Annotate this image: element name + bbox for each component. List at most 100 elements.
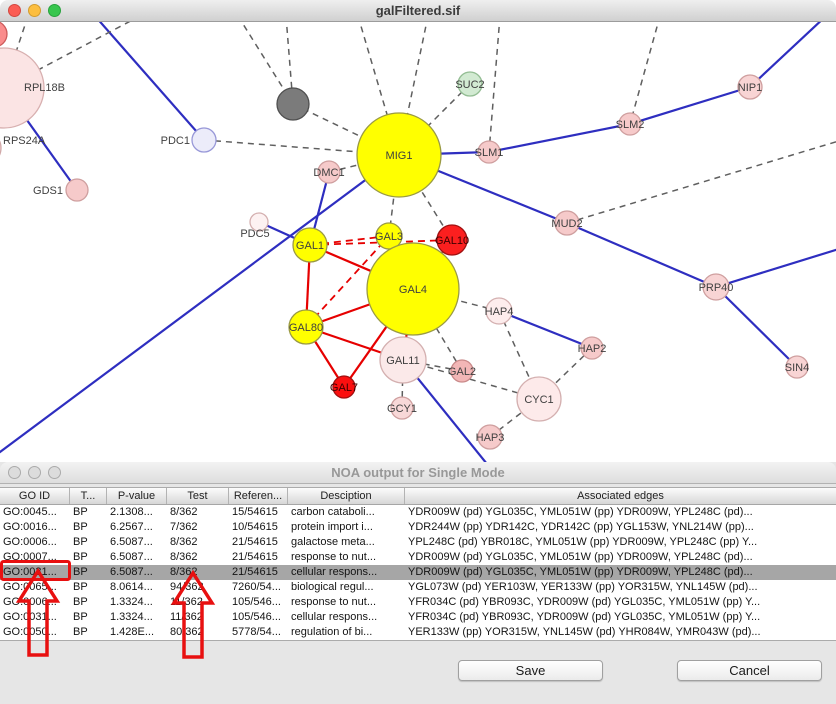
network-edge[interactable] [358,22,400,156]
network-edge[interactable] [566,221,717,289]
network-edge[interactable] [749,22,826,88]
table-cell: YDR009W (pd) YGL035C, YML051W (pp) YDR00… [408,506,753,518]
node-label-SLM2: SLM2 [616,119,645,131]
table-cell: GO:0031... [3,611,57,623]
network-edge[interactable] [398,22,428,156]
network-node-SLM2[interactable] [618,112,642,136]
network-node-GAL11[interactable] [379,336,427,384]
network-node-HAP3[interactable] [477,424,503,450]
network-edge[interactable] [285,22,294,105]
cancel-button[interactable]: Cancel [677,660,822,681]
network-edge[interactable] [715,286,798,368]
table-cell: BP [73,566,88,578]
network-edge[interactable] [715,248,836,289]
zoom-button[interactable] [48,466,61,479]
minimize-button[interactable] [28,466,41,479]
network-node-MUD2[interactable] [554,210,580,236]
network-edge[interactable] [566,140,836,224]
network-edge[interactable] [402,359,540,400]
node-label-PRP40: PRP40 [699,282,734,294]
network-node-HAP2[interactable] [580,336,604,360]
table-cell: GO:0065... [3,581,57,593]
close-button[interactable] [8,4,21,17]
close-button[interactable] [8,466,21,479]
table-cell: 8/362 [170,566,198,578]
table-cell: GO:0016... [3,521,57,533]
network-node-MIG1[interactable] [356,112,442,198]
network-node-PDC5[interactable] [249,212,269,232]
network-edge[interactable] [488,22,501,153]
network-edge[interactable] [538,347,593,400]
network-edge[interactable] [401,359,404,409]
table-cell: GO:0007... [3,551,57,563]
network-node-GDS1[interactable] [65,178,89,202]
network-node-RPL18B[interactable] [0,47,45,129]
save-button[interactable]: Save [458,660,603,681]
minimize-button[interactable] [28,4,41,17]
network-edge[interactable] [95,22,205,141]
table-cell: 105/546... [232,611,281,623]
network-node-GAL2[interactable] [450,359,474,383]
network-node-HAP4[interactable] [485,297,513,325]
network-edge[interactable] [629,85,751,126]
table-cell: 1.3324... [110,596,153,608]
network-node-GAL10[interactable] [436,224,468,256]
table-cell: GO:0045... [3,506,57,518]
table-cell: 6.5087... [110,566,153,578]
table-cell: 15/54615 [232,506,278,518]
column-header-6[interactable]: Associated edges [577,490,664,502]
network-edge[interactable] [292,103,400,156]
table-cell: regulation of bi... [291,626,373,638]
network-node-NIP1[interactable] [737,74,763,100]
node-label-CYC1: CYC1 [524,394,553,406]
network-edge[interactable] [629,22,660,125]
network-node-GAL1[interactable] [292,227,328,263]
column-header-4[interactable]: Referen... [229,488,288,504]
network-node-GAL80[interactable] [288,309,324,345]
network-edge[interactable] [398,83,471,156]
node-label-GDS1: GDS1 [33,185,63,197]
node-label-GAL11: GAL11 [386,355,419,367]
network-edge[interactable] [0,154,400,455]
network-node-PDC1[interactable] [191,127,217,153]
network-node-DMC1[interactable] [317,160,341,184]
column-header-3[interactable]: Test [167,488,229,504]
node-label-GCY1: GCY1 [387,403,417,415]
network-node-CYC1[interactable] [516,376,562,422]
network-edge[interactable] [498,309,593,350]
network-edge[interactable] [3,22,140,89]
zoom-button[interactable] [48,4,61,17]
network-edge[interactable] [305,235,390,328]
network-node-GAL7[interactable] [332,375,356,399]
network-node-PRP40[interactable] [702,273,730,301]
network-node-SIN4[interactable] [785,355,809,379]
network-node-corner-red[interactable] [0,22,8,47]
network-node-SLM1[interactable] [477,140,501,164]
table-cell: BP [73,536,88,548]
table-cell: response to nut... [291,596,376,608]
traffic-lights [8,4,61,17]
network-node-GAL4[interactable] [366,242,460,336]
network-node-GCY1[interactable] [390,396,414,420]
network-node-RPS24A[interactable] [0,131,2,165]
column-header-0[interactable]: GO ID [0,488,70,504]
column-header-5[interactable]: Desciption [288,488,405,504]
network-node-SUC2[interactable] [457,71,483,97]
network-node-gray1[interactable] [276,87,310,121]
column-header-2[interactable]: P-value [107,488,167,504]
network-edge[interactable] [488,122,631,154]
column-header-1[interactable]: T... [70,488,107,504]
